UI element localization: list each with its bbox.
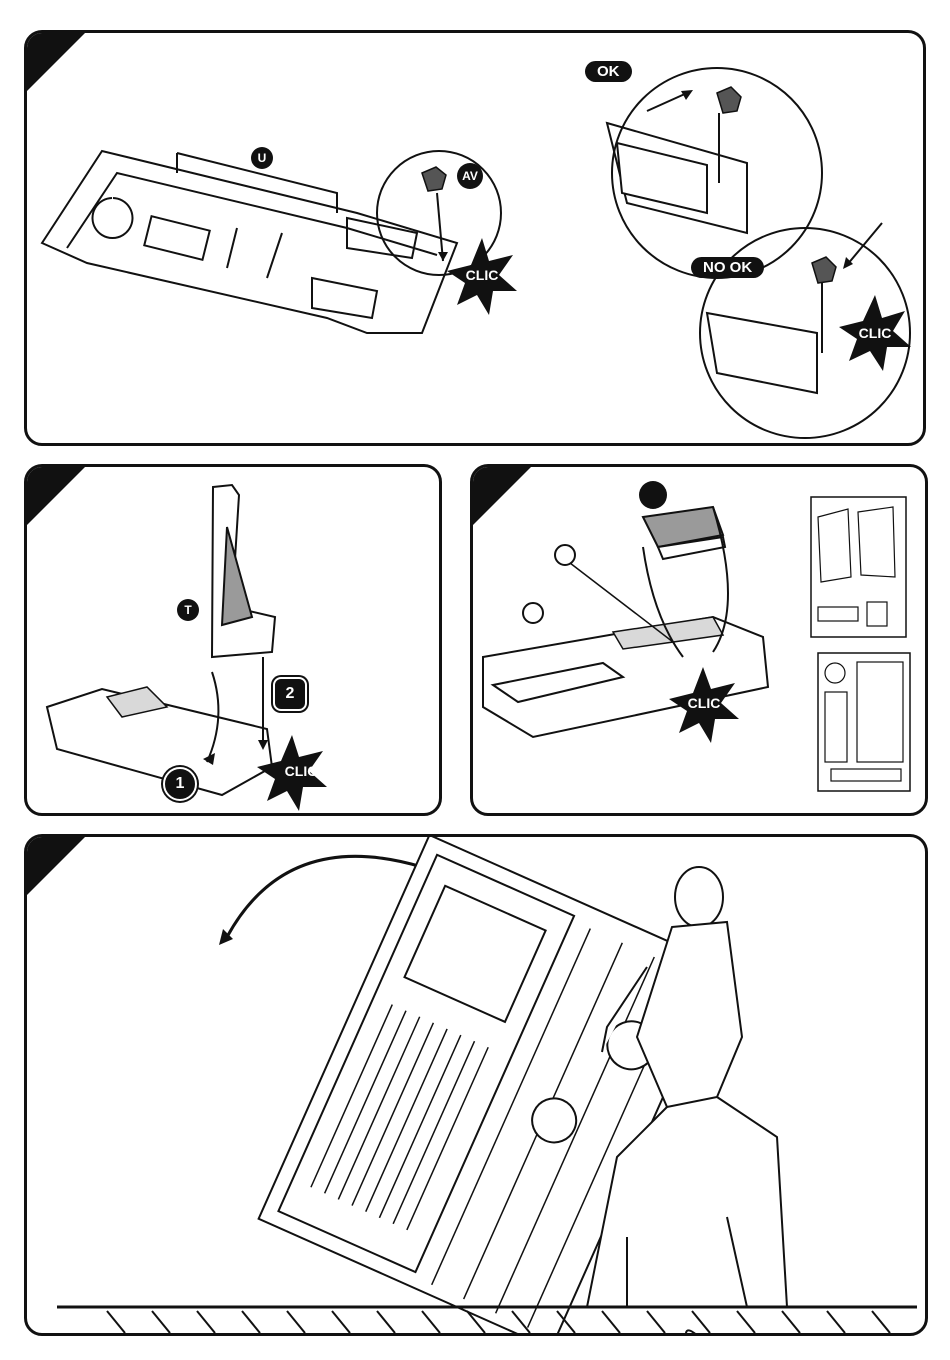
clic-text-1: CLIC [452,267,512,283]
panel-step-2: T 2 1 CLIC [24,464,442,816]
panel-step-1: U AV OK NO OK CLIC CLIC [24,30,926,446]
tray-illustration [27,33,923,443]
step-2-label: 2 [273,677,307,711]
lid-illustration [473,467,925,813]
ok-label: OK [585,61,632,82]
panel-step-3: CLIC [470,464,928,816]
part-t-label: T [177,599,199,621]
support-illustration [27,467,439,813]
clic-text-2: CLIC [845,325,905,341]
clic-text-4: CLIC [674,695,734,711]
house-tilt-illustration [27,837,925,1333]
clic-text-3: CLIC [271,763,331,779]
part-u-label: U [251,147,273,169]
no-ok-label: NO OK [691,257,764,278]
part-av-label: AV [457,163,483,189]
panel-step-4 [24,834,928,1336]
step-1-label: 1 [163,767,197,801]
